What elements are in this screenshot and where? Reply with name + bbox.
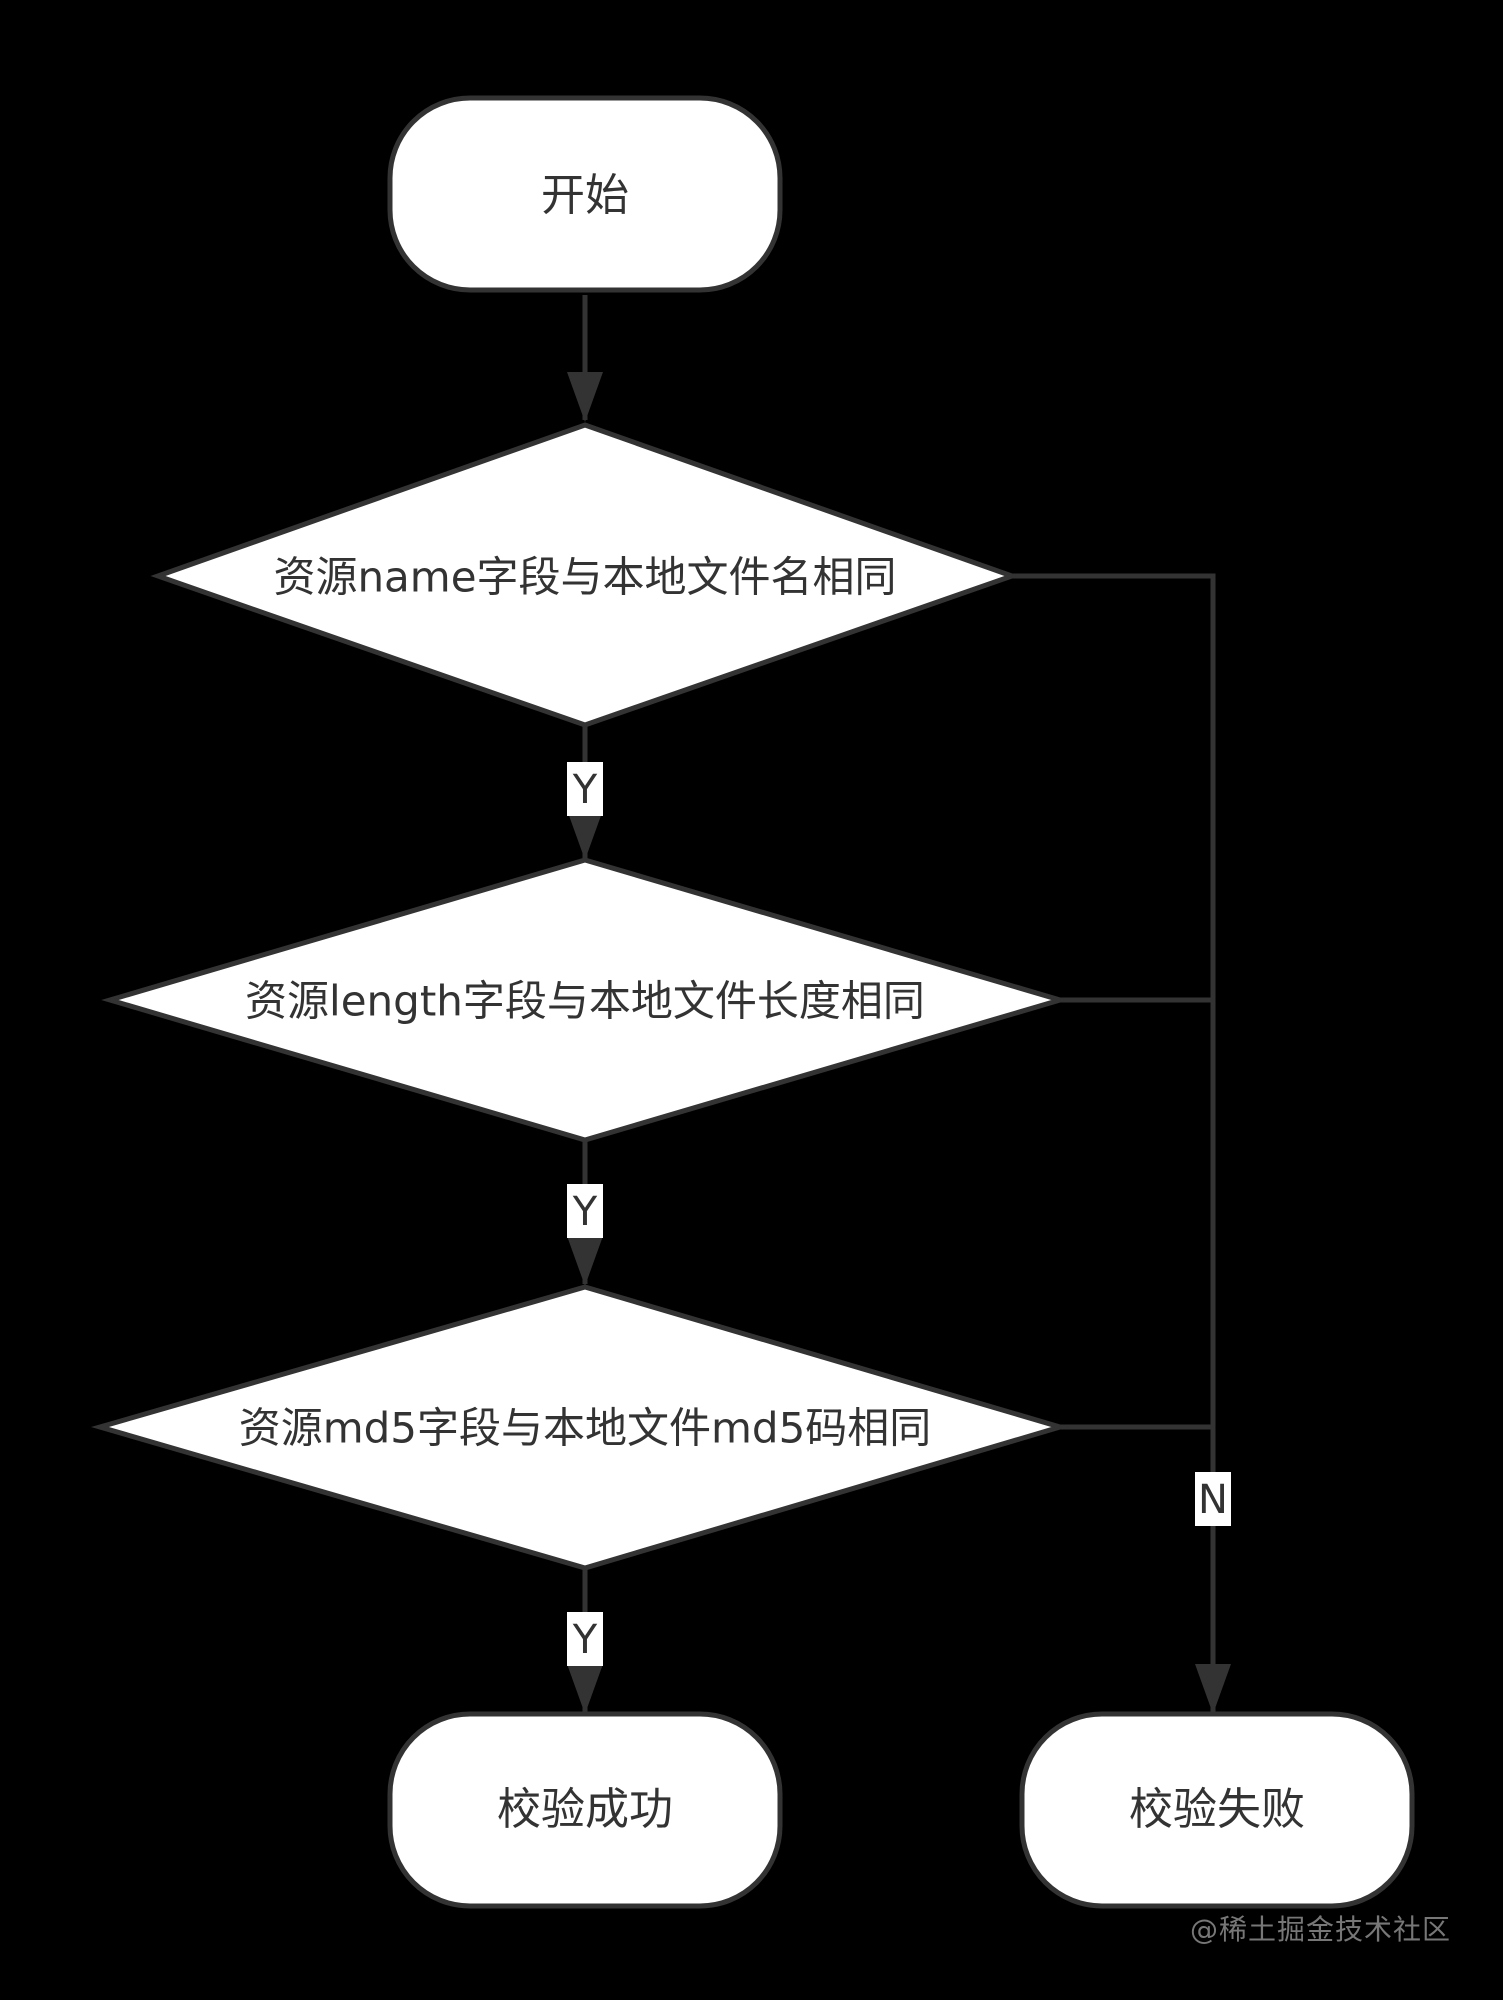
watermark: @稀土掘金技术社区 (1189, 1913, 1451, 1946)
arrowhead-to-failure (1195, 1664, 1231, 1714)
node-check-md5: 资源md5字段与本地文件md5码相同 (91, 1284, 1069, 1571)
arrowhead-name-to-length (567, 810, 603, 860)
node-failure-label: 校验失败 (1129, 1784, 1305, 1835)
node-failure: 校验失败 (1019, 1711, 1415, 1909)
node-check-length: 资源length字段与本地文件长度相同 (101, 857, 1069, 1143)
node-start-label: 开始 (541, 170, 629, 221)
node-check-name-label: 资源name字段与本地文件名相同 (273, 553, 896, 602)
edge-name-to-failure (1012, 573, 1216, 1712)
arrowhead-start-to-name (567, 372, 603, 422)
node-success-label: 校验成功 (497, 1784, 673, 1835)
edge-label-yes-3-text: Y (572, 1617, 598, 1663)
node-start: 开始 (387, 95, 783, 293)
edge-label-yes-1-text: Y (572, 767, 598, 813)
arrowhead-md5-to-success (567, 1664, 603, 1714)
arrowhead-length-to-md5 (567, 1236, 603, 1286)
edge-label-yes-3: Y (567, 1612, 603, 1666)
edge-label-no-text: N (1198, 1477, 1228, 1523)
node-check-length-label: 资源length字段与本地文件长度相同 (245, 977, 925, 1026)
node-success: 校验成功 (387, 1711, 783, 1909)
edge-label-yes-2-text: Y (572, 1189, 598, 1235)
node-check-name: 资源name字段与本地文件名相同 (150, 422, 1020, 728)
edge-label-yes-1: Y (567, 762, 603, 816)
edge-label-no: N (1195, 1472, 1231, 1526)
node-check-md5-label: 资源md5字段与本地文件md5码相同 (239, 1404, 932, 1453)
edge-label-yes-2: Y (567, 1184, 603, 1238)
